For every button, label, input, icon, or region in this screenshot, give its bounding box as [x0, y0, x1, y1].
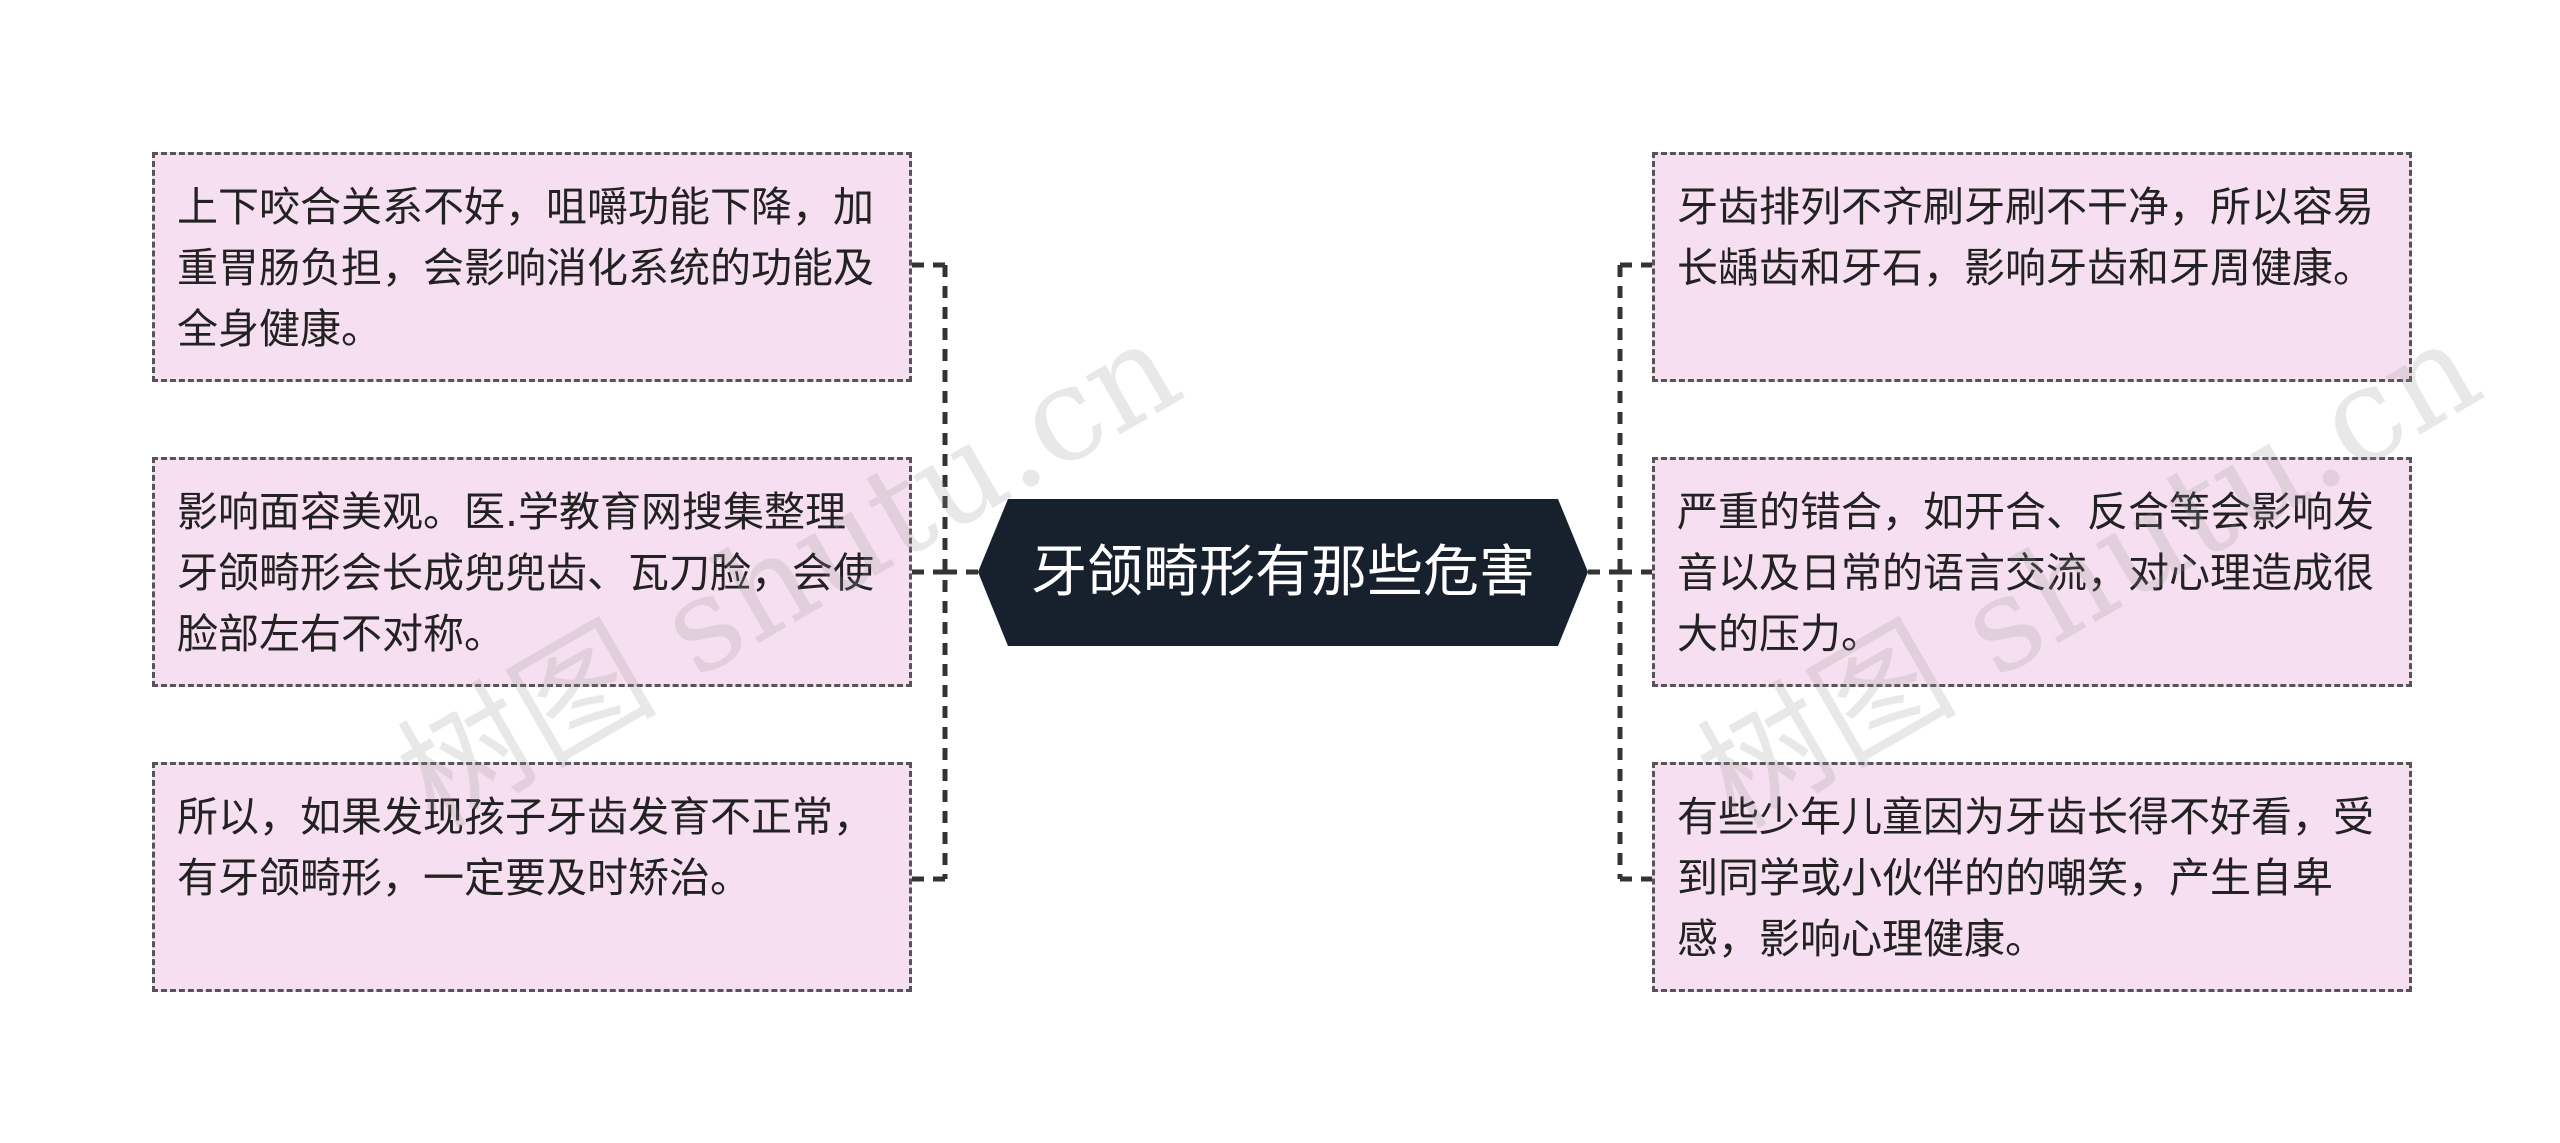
central-topic-title: 牙颌畸形有那些危害 [1031, 540, 1535, 605]
right-node-1[interactable]: 牙齿排列不齐刷牙刷不干净，所以容易长龋齿和牙石，影响牙齿和牙周健康。 [1652, 152, 2412, 382]
right-node-3[interactable]: 有些少年儿童因为牙齿长得不好看，受到同学或小伙伴的的嘲笑，产生自卑感，影响心理健… [1652, 762, 2412, 992]
right-node-3-text: 有些少年儿童因为牙齿长得不好看，受到同学或小伙伴的的嘲笑，产生自卑感，影响心理健… [1677, 793, 2374, 963]
right-node-2-text: 严重的错合，如开合、反合等会影响发音以及日常的语言交流，对心理造成很大的压力。 [1677, 488, 2374, 658]
right-node-1-text: 牙齿排列不齐刷牙刷不干净，所以容易长龋齿和牙石，影响牙齿和牙周健康。 [1677, 183, 2374, 292]
left-node-3-text: 所以，如果发现孩子牙齿发育不正常，有牙颌畸形，一定要及时矫治。 [177, 793, 874, 902]
right-node-2[interactable]: 严重的错合，如开合、反合等会影响发音以及日常的语言交流，对心理造成很大的压力。 [1652, 457, 2412, 687]
left-node-1-text: 上下咬合关系不好，咀嚼功能下降，加重胃肠负担，会影响消化系统的功能及全身健康。 [177, 183, 874, 353]
central-topic-shape [978, 499, 1588, 646]
left-node-1[interactable]: 上下咬合关系不好，咀嚼功能下降，加重胃肠负担，会影响消化系统的功能及全身健康。 [152, 152, 912, 382]
left-node-2[interactable]: 影响面容美观。医.学教育网搜集整理牙颌畸形会长成兜兜齿、瓦刀脸，会使脸部左右不对… [152, 457, 912, 687]
central-topic[interactable]: 牙颌畸形有那些危害 [978, 499, 1588, 646]
left-node-2-text: 影响面容美观。医.学教育网搜集整理牙颌畸形会长成兜兜齿、瓦刀脸，会使脸部左右不对… [177, 488, 874, 658]
left-node-3[interactable]: 所以，如果发现孩子牙齿发育不正常，有牙颌畸形，一定要及时矫治。 [152, 762, 912, 992]
